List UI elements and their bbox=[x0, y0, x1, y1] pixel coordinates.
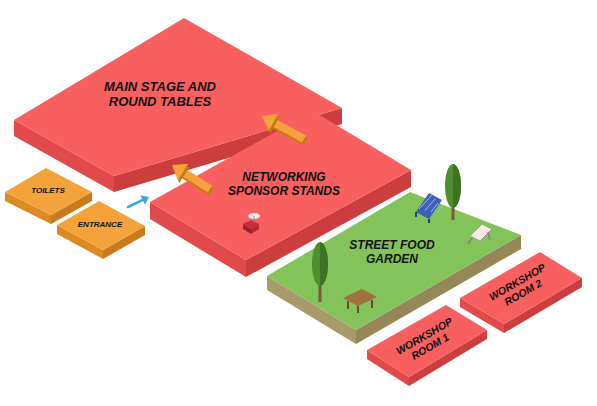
arrow-shaft bbox=[128, 199, 144, 207]
tree-crown bbox=[445, 164, 461, 208]
flow-arrow bbox=[172, 164, 212, 192]
chair-leg bbox=[468, 238, 472, 244]
label-holder: MAIN STAGE AND ROUND TABLES bbox=[85, 75, 235, 115]
tree-shade bbox=[320, 242, 328, 286]
booth-side bbox=[251, 224, 259, 234]
slab-top bbox=[150, 111, 411, 260]
label-holder: STREET FOOD GARDEN bbox=[342, 233, 442, 273]
picnic-leg bbox=[371, 300, 373, 308]
area-label: MAIN STAGE AND ROUND TABLES bbox=[85, 80, 235, 110]
slab-top bbox=[57, 201, 145, 250]
entrance-area: ENTRANCE bbox=[57, 201, 145, 259]
area-label: NETWORKING SPONSOR STANDS bbox=[219, 171, 349, 199]
label-holder: ENTRANCE bbox=[65, 205, 135, 245]
picnic-leg bbox=[347, 301, 349, 309]
arrow-head bbox=[262, 114, 278, 131]
umbrella-pole bbox=[254, 216, 255, 222]
slab-top bbox=[460, 252, 582, 324]
area-label: STREET FOOD GARDEN bbox=[342, 239, 442, 267]
workshop-room: WORKSHOP ROOM 2 bbox=[460, 252, 582, 333]
game-grid bbox=[437, 207, 441, 214]
flow-arrow bbox=[128, 195, 149, 207]
area-label: ENTRANCE bbox=[78, 220, 122, 229]
game-grid bbox=[419, 195, 432, 209]
slab-shape bbox=[57, 201, 145, 259]
area-label: TOILETS bbox=[31, 186, 65, 195]
label-holder: NETWORKING SPONSOR STANDS bbox=[219, 165, 349, 205]
area-label: WORKSHOP ROOM 1 bbox=[386, 311, 467, 372]
arrow-shaft bbox=[271, 121, 304, 139]
arrow-head bbox=[140, 195, 149, 204]
workshop-room: WORKSHOP ROOM 1 bbox=[367, 305, 487, 386]
arrow-head bbox=[172, 164, 188, 180]
frame-leg bbox=[415, 212, 417, 217]
frame-leg bbox=[428, 219, 430, 223]
slab-top bbox=[5, 168, 92, 215]
area-label: WORKSHOP ROOM 2 bbox=[479, 257, 560, 318]
booth-side bbox=[243, 224, 251, 234]
deck-chair bbox=[470, 224, 492, 241]
picnic-leg bbox=[357, 306, 359, 313]
tree-shade bbox=[453, 164, 461, 208]
slab-top bbox=[367, 305, 487, 377]
label-holder: TOILETS bbox=[18, 171, 78, 211]
game-grid bbox=[431, 203, 438, 212]
chair-leg bbox=[488, 232, 490, 240]
tree-crown bbox=[312, 242, 328, 286]
game-frame bbox=[416, 193, 442, 219]
flow-arrow bbox=[262, 114, 306, 142]
